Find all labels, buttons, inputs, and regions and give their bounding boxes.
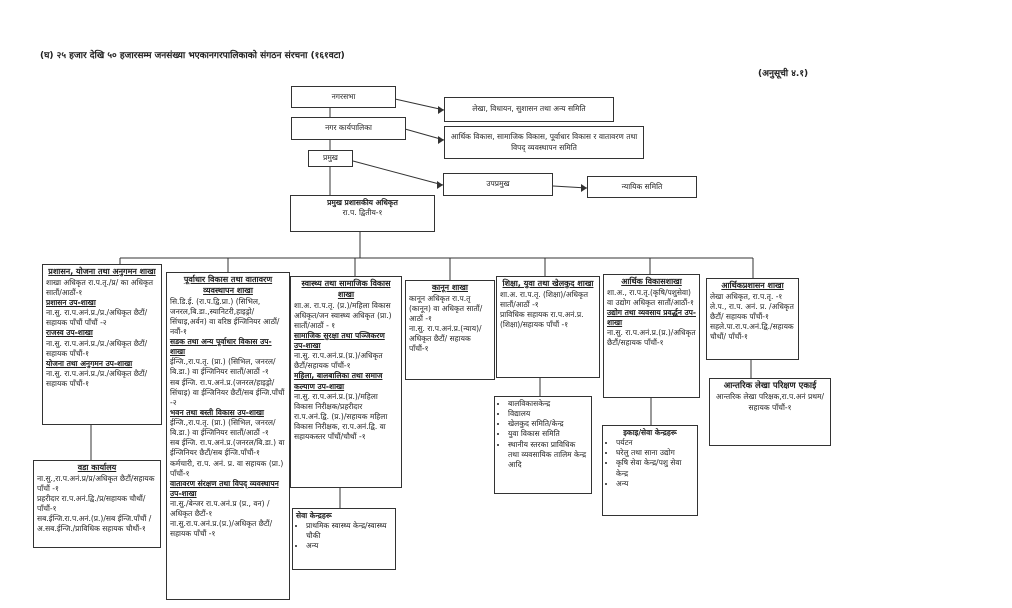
cao-sub: रा.प. द्वितीय-१ — [342, 208, 383, 218]
econ-center-item: घरेलु तथा साना उद्योग — [616, 448, 694, 458]
education-line: प्राविधिक सहायक रा.प.अनं.प्र.(शिक्षा)/सह… — [500, 310, 584, 330]
ward-line: ना.सु.,रा.प.अनं.प्र/प्र/अधिकृत छैटौं/सहा… — [37, 473, 155, 493]
health-sub1-line: ना.सु. रा.प.अनं.प्र.(प्र.)/अधिकृत छैटौं/… — [294, 351, 383, 371]
health-center-item: प्राथमिक स्वास्थ्य केन्द्र/स्वास्थ्य चौक… — [306, 521, 392, 541]
finance-line: लेखा अधिकृत, रा.प.तृ. -१ — [710, 291, 783, 301]
infra-head: पूर्वाधार विकास तथा वातावरण व्यवस्थापन श… — [183, 275, 273, 295]
planning-sub1-line: ना.सु. रा.प.अनं.प्र./प्र./अधिकृत छैटौं/स… — [46, 308, 148, 328]
infra-sub2-line: ईन्जि.,रा.प.तृ. (प्रा.) (सिभिल, जनरल/बि.… — [170, 418, 276, 438]
infra-line: सि.डि.ई. (रा.प.द्वि.प्रा.) (सिभिल, जनरल,… — [170, 296, 280, 336]
planning-sub3-line: ना.सु. रा.प.अनं.प्र./प्र./अधिकृत छैटौं/स… — [46, 368, 148, 389]
infra-section: पूर्वाधार विकास तथा वातावरण व्यवस्थापन श… — [166, 272, 290, 600]
edu-center-item: विद्यालय — [508, 409, 588, 419]
law-head: कानून शाखा — [431, 283, 468, 292]
education-section: शिक्षा, युवा तथा खेलकुद शाखा शा.अ. रा.प.… — [496, 276, 600, 378]
edu-center-item: युवा विकास समिति — [508, 429, 588, 439]
cao-title: प्रमुख प्रशासकीय अधिकृत — [327, 198, 398, 207]
ward-line: प्रहरीदार रा.प.अनं.द्वि./प्र/सहायक चौथौं… — [37, 494, 146, 514]
nagarsabha-box: नगरसभा — [291, 86, 396, 108]
annex-label: (अनुसूची ४.१) — [758, 69, 809, 79]
edu-center-item: खेलकुद समिति/केन्द्र — [508, 419, 588, 429]
infra-sub1-line: सब ईन्जि. रा.प.अनं.प्र.(जनरल/हाइड्रो/सिं… — [170, 377, 285, 407]
planning-line: शाखा अधिकृत रा.प.तृ./प्र/ का अधिकृत सातौ… — [46, 277, 154, 297]
health-line: शा.अ. रा.प.तृ. (प्र.)/महिला विकास अधिकृत… — [294, 300, 392, 330]
nyayik-samiti-box: न्यायिक समिति — [587, 176, 697, 198]
econ-center-item: पर्यटन — [616, 438, 694, 448]
economic-head: आर्थिक विकासशाखा — [621, 277, 682, 286]
planning-sub2-line: ना.सु. रा.प.अनं.प्र./प्र./अधिकृत छैटौं/स… — [46, 338, 148, 358]
econ-centers-head: इकाइ/सेवा केन्द्रहरू — [623, 428, 677, 437]
education-line: शा.अ. रा.प.तृ. (शिक्षा)/अधिकृत सातौं/आठौ… — [500, 289, 589, 309]
lekha-samiti-box: लेखा, विधायन, सुशासन तथा अन्य समिति — [444, 97, 614, 122]
health-centers-box: सेवा केन्द्रहरू प्राथमिक स्वास्थ्य केन्द… — [292, 508, 396, 570]
finance-line: सहले.पा.रा.प.अनं.द्वि./सहायक चौथौं/ पाँच… — [710, 322, 794, 342]
ward-head: वडा कार्यालय — [77, 463, 117, 472]
planning-section: प्रशासन, योजना तथा अनुगमन शाखा शाखा अधिक… — [42, 264, 162, 425]
infra-sub2-line: कर्मचारी, रा.प. अनं. प्र. वा सहायक (प्रा… — [170, 458, 284, 478]
health-centers-head: सेवा केन्द्रहरू — [296, 511, 332, 520]
page-title: (घ) २५ हजार देखि ५० हजारसम्म जनसंख्या भए… — [40, 51, 345, 61]
planning-sub1: प्रशासन उप-शाखा — [46, 298, 96, 308]
infra-sub1-line: ईन्जि.,रा.प.तृ. (प्रा.) (सिभिल, जनरल/बि.… — [170, 357, 276, 377]
planning-sub3: योजना तथा अनुगमन उप-शाखा — [46, 358, 133, 368]
law-line: कानून अधिकृत रा.प.तृ (कानून) वा अधिकृत स… — [409, 293, 483, 324]
infra-sub2-line: सब ईन्जि. रा.प.अनं.प्र.(जनरल/बि.डा.) वा … — [170, 438, 285, 458]
cao-box: प्रमुख प्रशासकीय अधिकृत रा.प. द्वितीय-१ — [290, 195, 435, 232]
audit-section: आन्तरिक लेखा परिक्षण एकाई आन्तरिक लेखा प… — [709, 378, 831, 446]
economic-sub1: उद्योग तथा व्यवसाय प्रवर्द्धन उप-शाखा — [607, 308, 696, 328]
health-sub2-line: ना.सु. रा.प.अनं.प्र.(प्र.)/महिला विकास न… — [294, 391, 388, 442]
econ-center-item: कृषि सेवा केन्द्र/पशु सेवा केन्द्र — [616, 458, 694, 478]
economic-sub1-line: ना.सु. रा.प.अनं.प्र.(प्र.)/अधिकृत छैटौं/… — [607, 328, 696, 348]
education-head: शिक्षा, युवा तथा खेलकुद शाखा — [502, 279, 594, 288]
audit-head: आन्तरिक लेखा परिक्षण एकाई — [723, 381, 817, 391]
health-center-item: अन्य — [306, 541, 392, 551]
health-sub1: सामाजिक सुरक्षा तथा पञ्जिकरण उप-शाखा — [294, 330, 385, 351]
infra-sub3: वातावरण संरक्षण तथा विपद् व्यवस्थापन उप-… — [170, 478, 279, 498]
finance-head: आर्थिकप्रशासन शाखा — [721, 281, 784, 290]
health-sub2: महिला, बालबालिका तथा समाज कल्याण उप-शाखा — [294, 371, 383, 391]
health-head: स्वास्थ्य तथा सामाजिक विकास शाखा — [301, 279, 391, 299]
economic-section: आर्थिक विकासशाखा शा.अ., रा.प.तृ.(कृषि/पश… — [603, 274, 700, 398]
ward-line: सब.ईन्जि.रा.प.अनं.(प्र.)/सब ईन्जि.पाँचौं… — [37, 514, 152, 534]
finance-section: आर्थिकप्रशासन शाखा लेखा अधिकृत, रा.प.तृ.… — [706, 278, 799, 360]
audit-line: आन्तरिक लेखा परिक्षक,रा.प.अनं प्रथम/सहाय… — [715, 392, 825, 412]
infra-sub1: सडक तथा अन्य पूर्वाधार विकास उप-शाखा — [170, 337, 272, 357]
upapramukh-box: उपप्रमुख — [443, 173, 553, 196]
econ-center-item: अन्य — [616, 479, 694, 489]
health-section: स्वास्थ्य तथा सामाजिक विकास शाखा शा.अ. र… — [290, 276, 402, 488]
law-section: कानून शाखा कानून अधिकृत रा.प.तृ (कानून) … — [405, 280, 495, 380]
ward-office-box: वडा कार्यालय ना.सु.,रा.प.अनं.प्र/प्र/अधि… — [33, 460, 161, 548]
infra-sub3-line: ना.सु.रा.प.अनं.प्र.(प्र.)/अधिकृत छैटौं/स… — [170, 519, 273, 539]
edu-centers-box: बालविकासकेन्द्र विद्यालय खेलकुद समिति/के… — [494, 396, 592, 494]
infra-sub3-line: ना.सु./बेन्जर रा.प.अनं.प्र (प्र., वन) /अ… — [170, 499, 270, 519]
planning-head: प्रशासन, योजना तथा अनुगमन शाखा — [48, 267, 156, 276]
pramukh-box: प्रमुख — [308, 150, 353, 167]
karyapalika-box: नगर कार्यपालिका — [291, 117, 406, 140]
finance-line: ले.प., रा.प. अनं. प्र. /अधिकृत छैटौं/ सह… — [710, 301, 794, 322]
econ-centers-box: इकाइ/सेवा केन्द्रहरू पर्यटन घरेलु तथा सा… — [602, 425, 698, 516]
planning-sub2: राजस्व उप-शाखा — [46, 328, 93, 338]
edu-center-item: स्थानीय स्तरका प्राविधिक तथा व्यवसायिक त… — [508, 440, 588, 470]
law-line: ना.सु. रा.प.अनं.प्र.(न्याय)/ अधिकृत छैटौ… — [409, 324, 482, 354]
infra-sub2: भवन तथा बस्ती विकास उप-शाखा — [170, 407, 264, 417]
economic-line: शा.अ., रा.प.तृ.(कृषि/पशुसेवा) वा उद्योग … — [607, 287, 694, 307]
edu-center-item: बालविकासकेन्द्र — [508, 399, 588, 409]
arthik-samiti-box: आर्थिक विकास, सामाजिक विकास, पूर्वाधार व… — [444, 126, 644, 159]
